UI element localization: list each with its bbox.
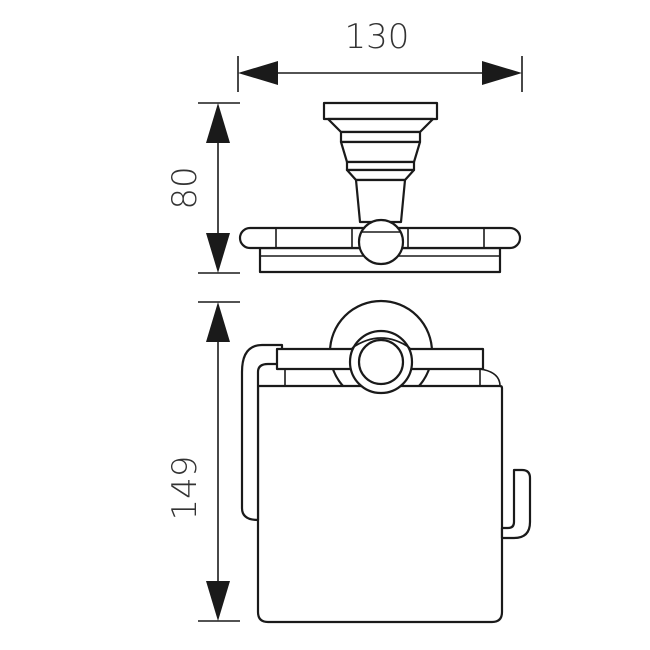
front-view-right-hook bbox=[500, 468, 532, 540]
top-view-cap-taper bbox=[326, 117, 435, 134]
top-height-label: 80 bbox=[165, 166, 205, 209]
front-view-hinge-loop bbox=[240, 343, 284, 522]
top-view-stem bbox=[354, 178, 407, 224]
top-height-arrow-down bbox=[206, 233, 230, 273]
front-view-knob-inner bbox=[357, 338, 405, 386]
top-view-column-stage-1 bbox=[339, 130, 422, 144]
top-view-column-stage-4 bbox=[345, 168, 416, 182]
top-view-cap bbox=[322, 101, 439, 121]
top-height-dimension: 80 bbox=[165, 102, 240, 274]
top-view bbox=[238, 101, 522, 274]
bottom-height-arrow-up bbox=[206, 302, 230, 342]
bottom-height-dimension: 149 bbox=[165, 301, 240, 622]
top-view-knob bbox=[357, 218, 405, 266]
bottom-height-arrow-down bbox=[206, 581, 230, 621]
top-view-column-stage-2 bbox=[339, 140, 422, 164]
width-arrow-right bbox=[482, 61, 522, 85]
width-label: 130 bbox=[345, 17, 410, 57]
top-height-arrow-up bbox=[206, 103, 230, 143]
top-view-column-stage-3 bbox=[345, 160, 416, 172]
front-view-cover bbox=[256, 384, 504, 624]
front-view bbox=[240, 299, 532, 624]
width-arrow-left bbox=[238, 61, 278, 85]
bottom-height-label: 149 bbox=[165, 456, 205, 521]
width-dimension: 130 bbox=[237, 17, 523, 92]
